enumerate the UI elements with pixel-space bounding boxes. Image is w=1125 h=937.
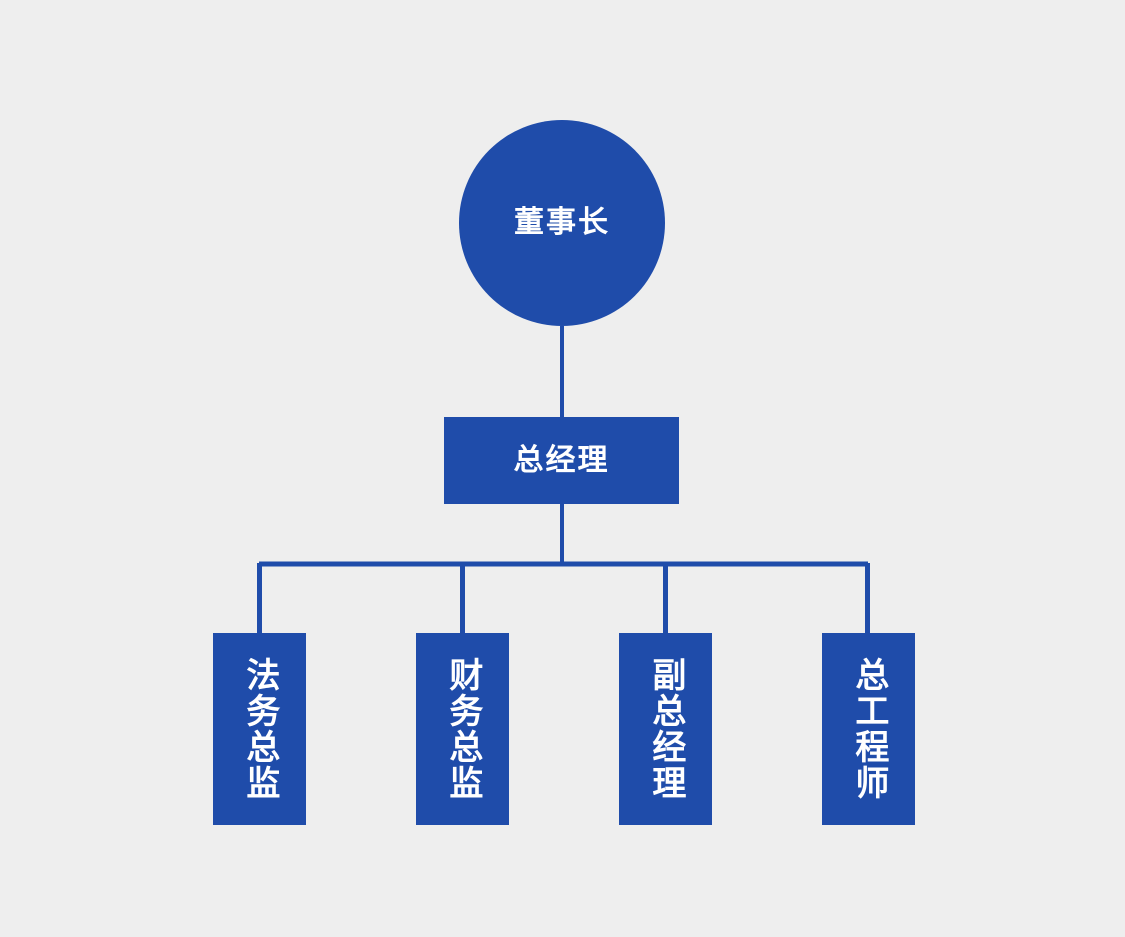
node-legal-director[interactable]: 法务总监 [213, 633, 306, 825]
node-finance-director[interactable]: 财务总监 [416, 633, 509, 825]
node-chief-engineer-label: 总工程师 [849, 657, 888, 801]
node-general-manager-label: 总经理 [513, 443, 610, 477]
node-finance-director-label: 财务总监 [443, 657, 482, 801]
node-deputy-general-manager[interactable]: 副总经理 [619, 633, 712, 825]
node-general-manager[interactable]: 总经理 [444, 417, 679, 504]
node-chief-engineer[interactable]: 总工程师 [822, 633, 915, 825]
node-chairman[interactable]: 董事长 [459, 120, 665, 326]
node-chairman-label: 董事长 [514, 206, 610, 239]
node-deputy-general-manager-label: 副总经理 [646, 657, 685, 801]
node-legal-director-label: 法务总监 [240, 657, 279, 801]
